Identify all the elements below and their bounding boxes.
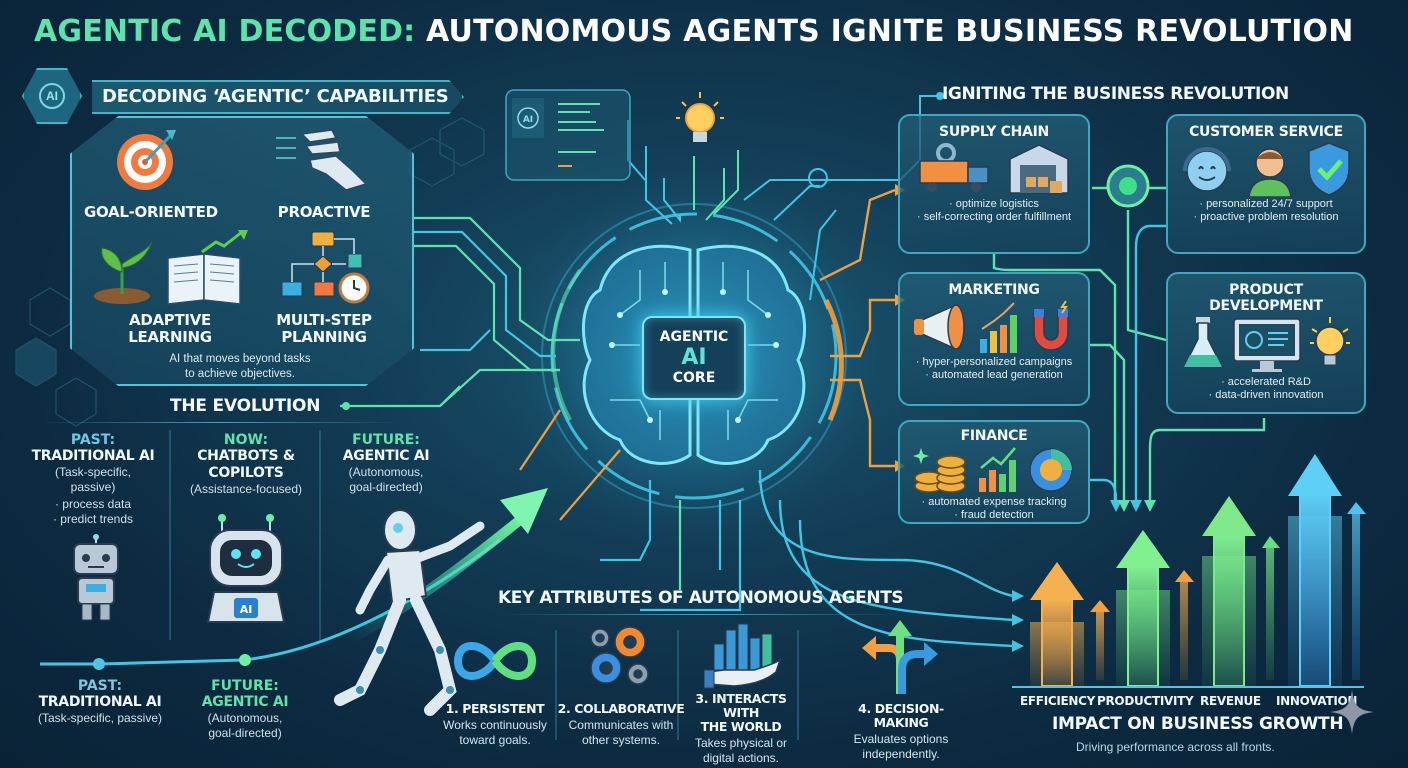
attribute-decision-making: 4. DECISION-MAKING Evaluates options ind… [853,701,949,762]
plant-book-growth-icon [94,230,248,305]
hand-city-icon [704,623,782,689]
bar-chart-icon [980,302,1017,353]
title-accent: AGENTIC AI DECODED: [34,14,416,49]
page-title: AGENTIC AI DECODED: AUTONOMOUS AGENTS IG… [34,14,1354,49]
infinity-icon [453,642,537,680]
sparkle-icon [1330,690,1374,734]
shield-check-icon [1308,142,1350,196]
magnet-icon [1033,300,1069,351]
impact-label-productivity: PRODUCTIVITY [1097,694,1194,708]
flowchart-clock-icon [281,231,370,304]
attribute-persistent: 1. PERSISTENT Works continuously toward … [443,701,547,748]
simple-robot-icon [73,534,119,621]
attributes-divider [500,614,900,615]
ai-gear-icon: AI [22,68,82,124]
truck-icon [919,143,989,192]
impact-label-revenue: REVENUE [1200,694,1261,708]
agentic-ai-core: AGENTIC AI CORE [642,316,746,400]
coins-icon [913,448,966,493]
chatbot-robot-icon: AI [206,514,286,623]
evolution-now: NOW: CHATBOTS & COPILOTS (Assistance-foc… [189,432,303,496]
card-marketing: MARKETING · hyper-personalized campaigns… [898,272,1090,406]
capability-multi-step-planning: MULTI-STEP PLANNING [276,311,372,346]
capability-goal-oriented: GOAL-ORIENTED [84,203,218,221]
impact-title: IMPACT ON BUSINESS GROWTH [1052,714,1344,734]
target-icon [117,130,176,190]
megaphone-icon [914,303,965,351]
evolution-title: THE EVOLUTION [170,396,321,416]
lightbulb-icon [1310,317,1350,366]
monitor-icon [1233,318,1301,372]
capabilities-panel-border [70,116,414,386]
capabilities-title: DECODING ‘AGENTIC’ CAPABILITIES [102,86,449,107]
impact-label-efficiency: EFFICIENCY [1020,694,1096,708]
capability-adaptive-learning: ADAPTIVE LEARNING [128,311,212,346]
split-arrows-icon [862,620,938,694]
pie-chart-icon [1029,448,1073,492]
capability-proactive: PROACTIVE [277,203,371,221]
attribute-collaborative: 2. COLLABORATIVE Communicates with other… [557,701,685,748]
capabilities-banner [92,80,464,114]
headset-bot-icon [1183,147,1231,192]
evolution-past: PAST: TRADITIONAL AI (Task-specific, pas… [31,432,155,526]
capabilities-description: AI that moves beyond tasks to achieve ob… [169,353,311,380]
card-supply-chain: SUPPLY CHAIN · optimize logistics · self… [898,114,1090,254]
impact-axis [1012,686,1364,688]
warehouse-icon [1009,144,1069,194]
growth-chart-icon [979,447,1016,492]
timeline-future: FUTURE: AGENTIC AI (Autonomous, goal-dir… [201,678,289,740]
card-customer-service: CUSTOMER SERVICE · personalized 24/7 sup… [1166,114,1366,254]
evolution-future: FUTURE: AGENTIC AI (Autonomous, goal-dir… [342,432,430,494]
support-agent-icon [1248,148,1292,197]
running-humanoid-robot-icon [334,509,485,716]
business-title: IGNITING THE BUSINESS REVOLUTION [942,84,1289,104]
attribute-interacts-with-world: 3. INTERACTS WITH THE WORLD Takes physic… [694,691,788,766]
timeline-past: PAST: TRADITIONAL AI (Task-specific, pas… [37,678,163,725]
impact-subtitle: Driving performance across all fronts. [1076,740,1275,754]
flask-icon [1182,317,1224,368]
svg-text:AI: AI [240,603,253,616]
impact-label-innovation: INNOVATION [1276,694,1358,708]
card-product-development: PRODUCT DEVELOPMENT · accelerated R&D · … [1166,272,1366,414]
evolution-divider [40,422,400,423]
gears-icon [590,626,649,685]
robot-hand-icon [276,129,368,191]
title-rest: AUTONOMOUS AGENTS IGNITE BUSINESS REVOLU… [415,14,1354,49]
svg-text:AI: AI [523,115,533,125]
attributes-title: KEY ATTRIBUTES OF AUTONOMOUS AGENTS [498,588,904,608]
card-finance: FINANCE · automated expense tracking · f… [898,420,1090,524]
